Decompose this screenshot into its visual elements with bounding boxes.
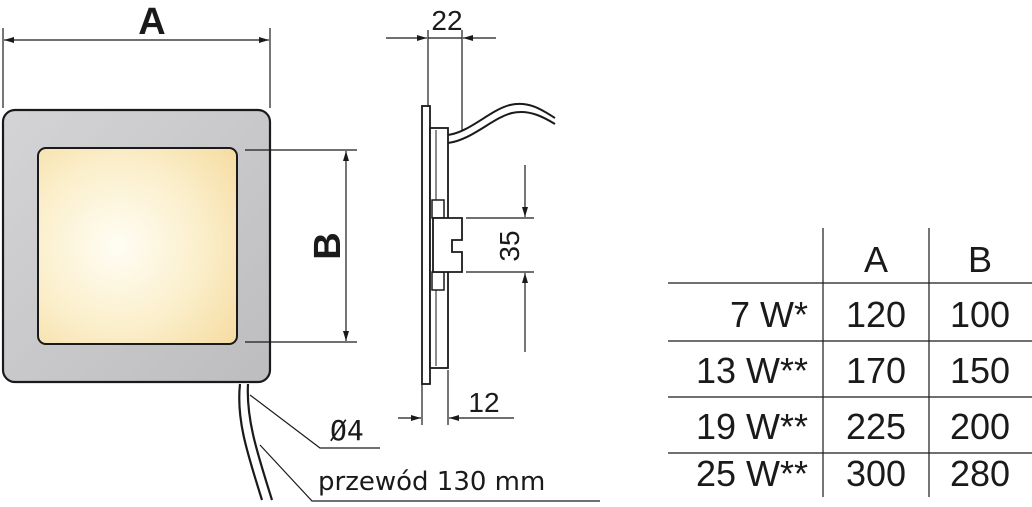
table-row-a: 225	[846, 406, 906, 447]
table-row-b: 200	[950, 406, 1010, 447]
bottom-dimension-label: 12	[468, 387, 499, 418]
dimension-b-label: B	[307, 232, 349, 259]
cable	[238, 383, 274, 501]
table-header-a: A	[864, 239, 888, 280]
light-panel	[37, 147, 238, 345]
side-front-plate	[421, 105, 431, 385]
cable-diameter-leader	[249, 394, 380, 449]
depth-dimension-label: 22	[431, 5, 462, 36]
table-row-a: 170	[846, 350, 906, 391]
dimension-table: A B 7 W* 120 100 13 W** 170 150 19 W** 2…	[668, 228, 1032, 497]
cable-diameter-label: Ø4	[330, 414, 364, 447]
side-view: 22 35 12	[386, 5, 556, 425]
table-row-power: 25 W**	[696, 453, 808, 494]
center-dimension-label: 35	[494, 230, 525, 261]
table-row-a: 300	[846, 453, 906, 494]
table-row-power: 7 W*	[730, 294, 808, 335]
table-row-a: 120	[846, 294, 906, 335]
side-clip	[432, 217, 463, 273]
table-row-b: 150	[950, 350, 1010, 391]
front-view: A B Ø4 przewód 130 mm	[1, 1, 600, 502]
cable-length-leader	[259, 444, 600, 502]
table-header-b: B	[968, 239, 992, 280]
cable-note-label: przewód 130 mm	[318, 467, 545, 497]
table-row-b: 100	[950, 294, 1010, 335]
dimension-a-label: A	[138, 1, 165, 43]
table-row-power: 19 W**	[696, 406, 808, 447]
table-row-b: 280	[950, 453, 1010, 494]
table-row-power: 13 W**	[696, 350, 808, 391]
